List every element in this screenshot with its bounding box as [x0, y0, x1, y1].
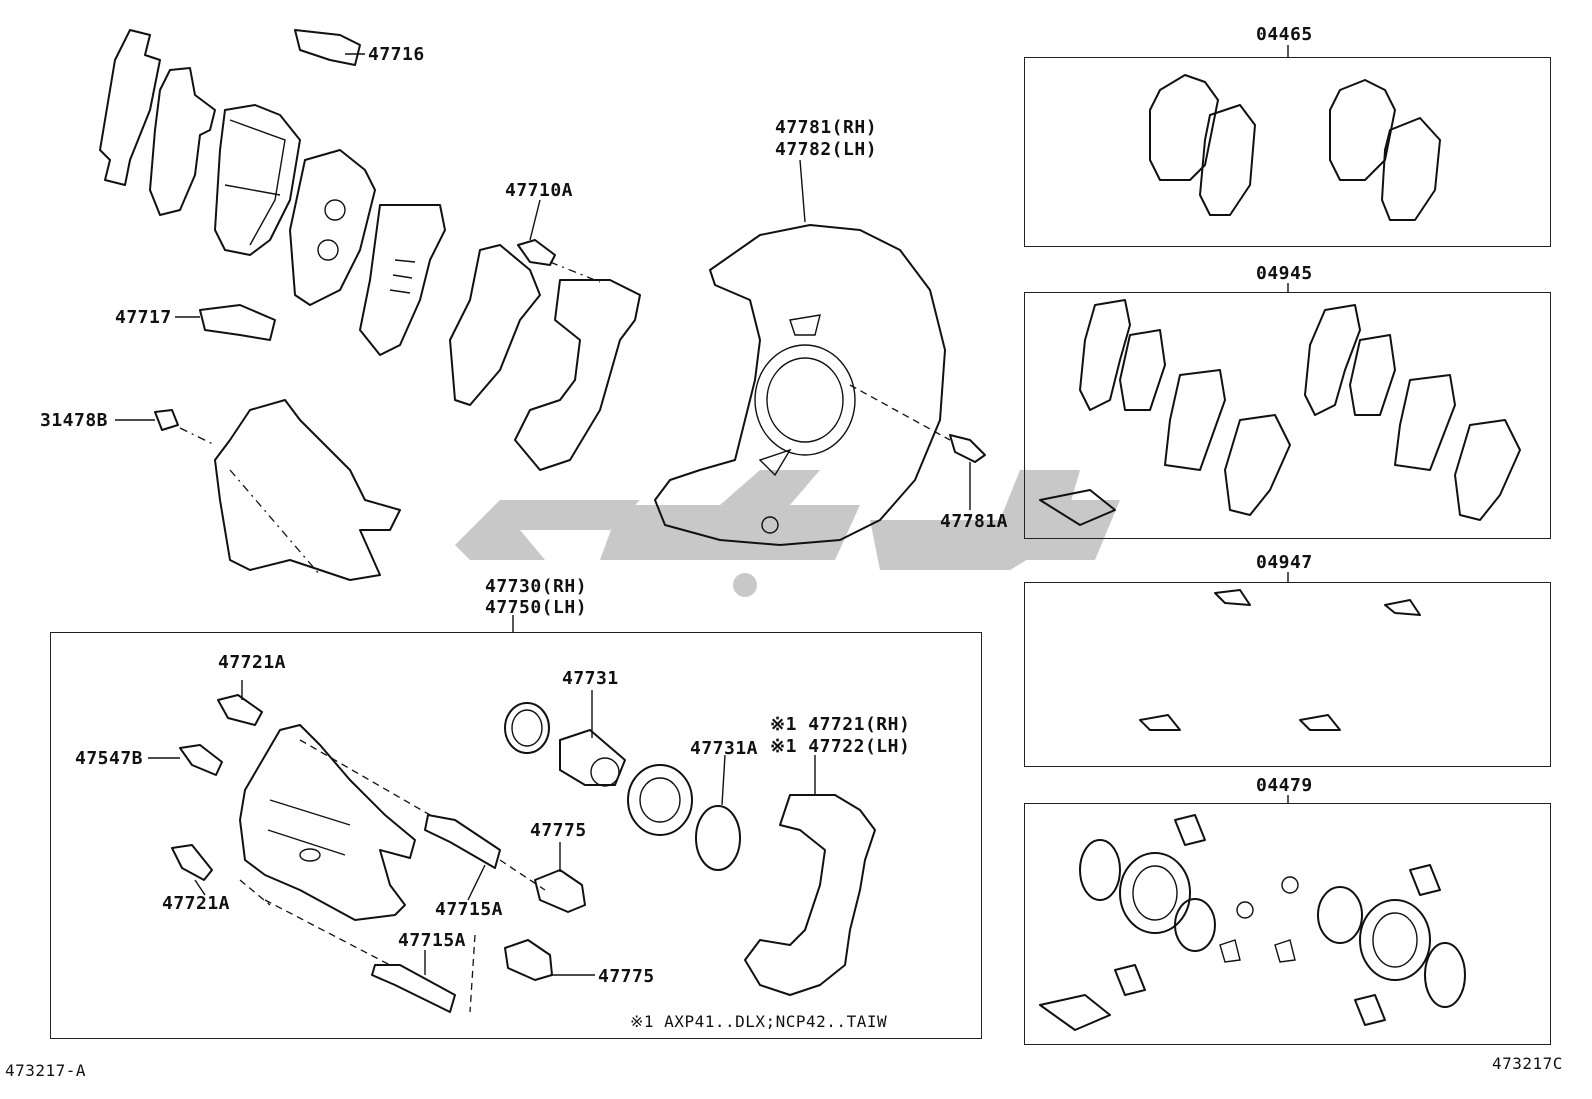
slide-pin-47715A-upper	[424, 814, 501, 869]
part-label-47715A-low[interactable]: 47715A	[398, 930, 467, 951]
part-label-147722-lh[interactable]: ※1 47722(LH)	[770, 736, 911, 757]
part-label-47547B[interactable]: 47547B	[75, 748, 144, 769]
bleeder-cap-31478B	[154, 409, 179, 431]
slide-pin-47715A-lower	[371, 964, 456, 1013]
part-label-47731A[interactable]: 47731A	[690, 738, 759, 759]
kit-box-04945	[1024, 292, 1551, 539]
kit-04945-shim-set-a	[1039, 299, 1291, 526]
part-label-47730-rh[interactable]: 47730(RH)	[485, 576, 588, 597]
pad-wear-indicator-47716	[294, 29, 361, 66]
kit-04465-pad-set-a	[1149, 74, 1256, 216]
pad-wear-indicator-47717	[199, 304, 276, 341]
caliper-housing-upper	[214, 399, 401, 581]
bolt-47721A-upper	[217, 694, 263, 726]
part-label-47716[interactable]: 47716	[368, 44, 425, 65]
part-label-47775-top[interactable]: 47775	[530, 820, 587, 841]
part-label-47721A-top[interactable]: 47721A	[218, 652, 287, 673]
kit-label-04479[interactable]: 04479	[1256, 775, 1313, 796]
kit-box-04479	[1024, 803, 1551, 1045]
kit-label-04465[interactable]: 04465	[1256, 24, 1313, 45]
part-label-47710A[interactable]: 47710A	[505, 180, 574, 201]
pad-support-plate	[449, 244, 541, 406]
part-label-47731[interactable]: 47731	[562, 668, 619, 689]
shim-plate-inner	[149, 67, 216, 216]
kit-label-04945[interactable]: 04945	[1256, 263, 1313, 284]
part-label-47781A[interactable]: 47781A	[940, 511, 1009, 532]
disc-brake-dust-cover	[654, 224, 946, 546]
piston-seal	[695, 805, 741, 871]
leader-lines	[115, 45, 1289, 976]
part-label-47715A-mid[interactable]: 47715A	[435, 899, 504, 920]
diagram-code-right: 473217C	[1492, 1054, 1563, 1073]
part-label-47782-lh[interactable]: 47782(LH)	[775, 139, 878, 160]
part-label-47750-lh[interactable]: 47750(LH)	[485, 597, 588, 618]
bolt-47710A	[517, 239, 556, 266]
kit-04945-shim-set-b	[1304, 304, 1521, 521]
part-label-47717[interactable]: 47717	[115, 307, 172, 328]
piston-boot	[627, 764, 693, 836]
anti-squeal-shim	[359, 204, 446, 356]
bleeder-plug-47547B	[179, 744, 223, 776]
part-label-47721A-bottom[interactable]: 47721A	[162, 893, 231, 914]
piston-seal-47731A-ring	[504, 702, 550, 754]
brake-pad-outer	[214, 104, 301, 256]
kit-label-04947[interactable]: 04947	[1256, 552, 1313, 573]
caliper-assembly-box	[50, 632, 982, 1039]
kit-04947-wear-clips	[1139, 589, 1421, 731]
cylinder-piston	[559, 729, 626, 787]
caliper-mounting-bracket-top	[514, 279, 641, 471]
caliper-mounting-bracket-bottom	[744, 794, 876, 996]
kit-04465-pad-set-b	[1329, 79, 1441, 221]
kit-box-04947	[1024, 582, 1551, 767]
diagram-code-left: 473217-A	[5, 1061, 87, 1080]
cylinder-caliper-body	[239, 724, 416, 921]
shim-plate-outer	[99, 29, 161, 186]
bolt-47721A-lower	[171, 844, 213, 881]
kit-04479-seal-kit	[1039, 814, 1466, 1031]
brake-pad-inner	[289, 149, 376, 306]
watermark-logo	[455, 470, 1120, 597]
part-label-47781-rh[interactable]: 47781(RH)	[775, 117, 878, 138]
part-label-47775-bottom[interactable]: 47775	[598, 966, 655, 987]
bolt-47781A	[949, 434, 986, 463]
part-label-147721-rh[interactable]: ※1 47721(RH)	[770, 714, 911, 735]
part-label-31478B[interactable]: 31478B	[40, 410, 109, 431]
kit-box-04465	[1024, 57, 1551, 247]
applicability-footnote: ※1 AXP41..DLX;NCP42..TAIW	[630, 1012, 888, 1031]
